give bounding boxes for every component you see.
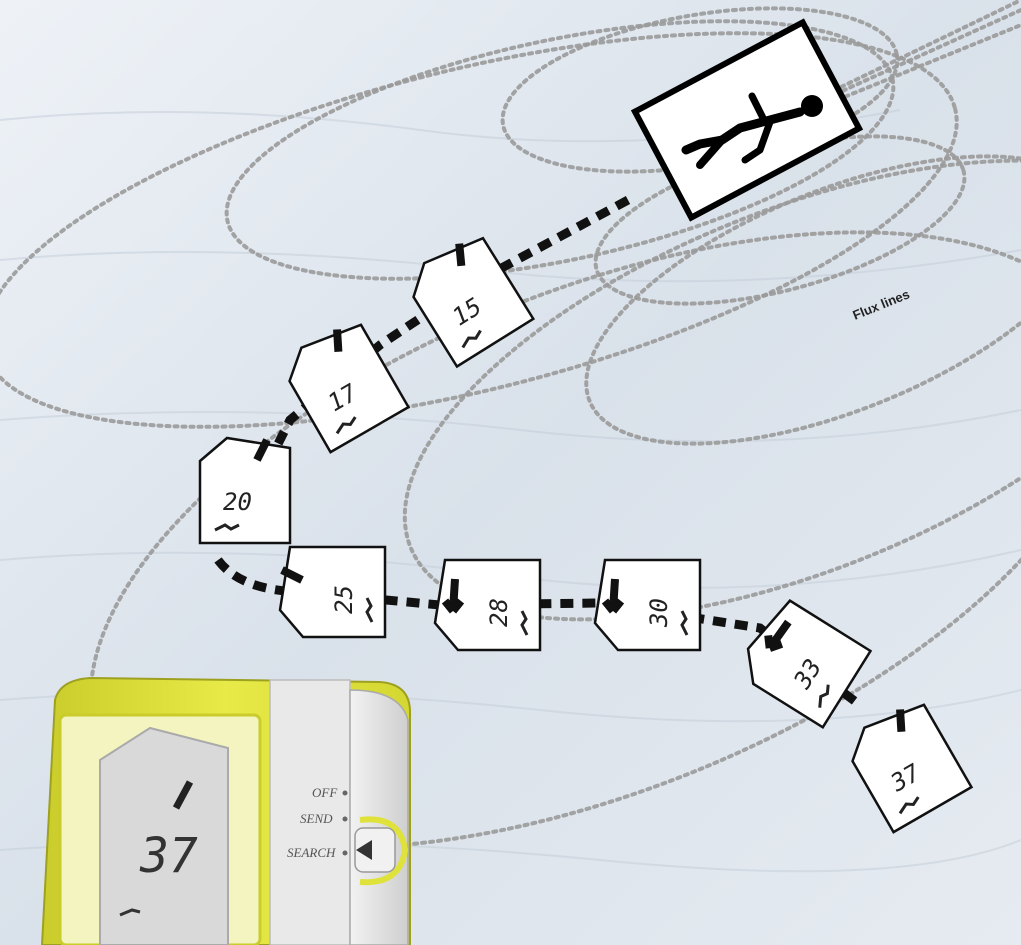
device-screen-distance: 37: [139, 828, 198, 884]
reading-distance: 25: [330, 585, 358, 614]
mode-label-off: OFF: [312, 785, 338, 800]
reading-30: 30: [595, 560, 700, 650]
mode-label-send: SEND: [300, 811, 333, 826]
reading-20: 20: [200, 438, 290, 543]
reading-distance: 30: [645, 598, 673, 628]
transceiver-device: 37 OFF SEND SEARCH: [42, 678, 410, 945]
reading-28: 28: [435, 560, 540, 650]
reading-distance: 28: [485, 598, 513, 627]
mode-label-search: SEARCH: [287, 845, 336, 860]
reading-25: 25: [280, 547, 385, 637]
reading-distance: 20: [223, 488, 252, 516]
